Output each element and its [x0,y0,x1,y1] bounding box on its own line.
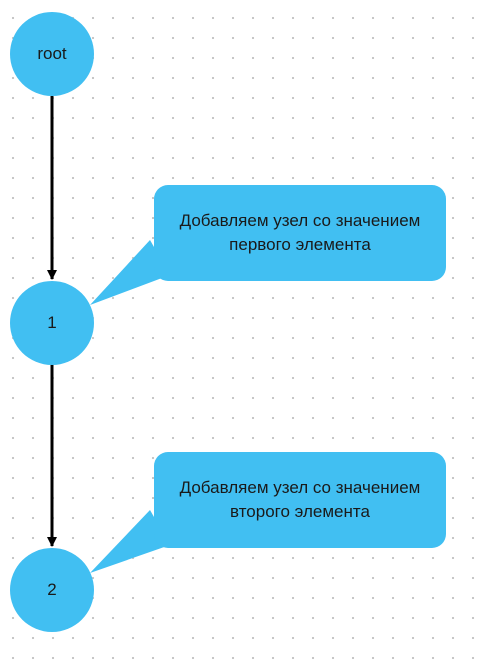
callout-tail-1 [90,240,170,305]
callout-node-2: Добавляем узел со значением второго элем… [154,452,446,548]
node-2[interactable]: 2 [10,548,94,632]
callout-tail-2 [90,510,170,573]
node-2-label: 2 [47,580,57,599]
callout-node-2-text: Добавляем узел со значением второго элем… [179,478,421,521]
node-root-label: root [37,44,67,63]
callout-node-1: Добавляем узел со значением первого элем… [154,185,446,281]
node-root[interactable]: root [10,12,94,96]
node-1[interactable]: 1 [10,281,94,365]
callout-node-1-text: Добавляем узел со значением первого элем… [179,211,421,254]
node-1-label: 1 [47,313,57,332]
